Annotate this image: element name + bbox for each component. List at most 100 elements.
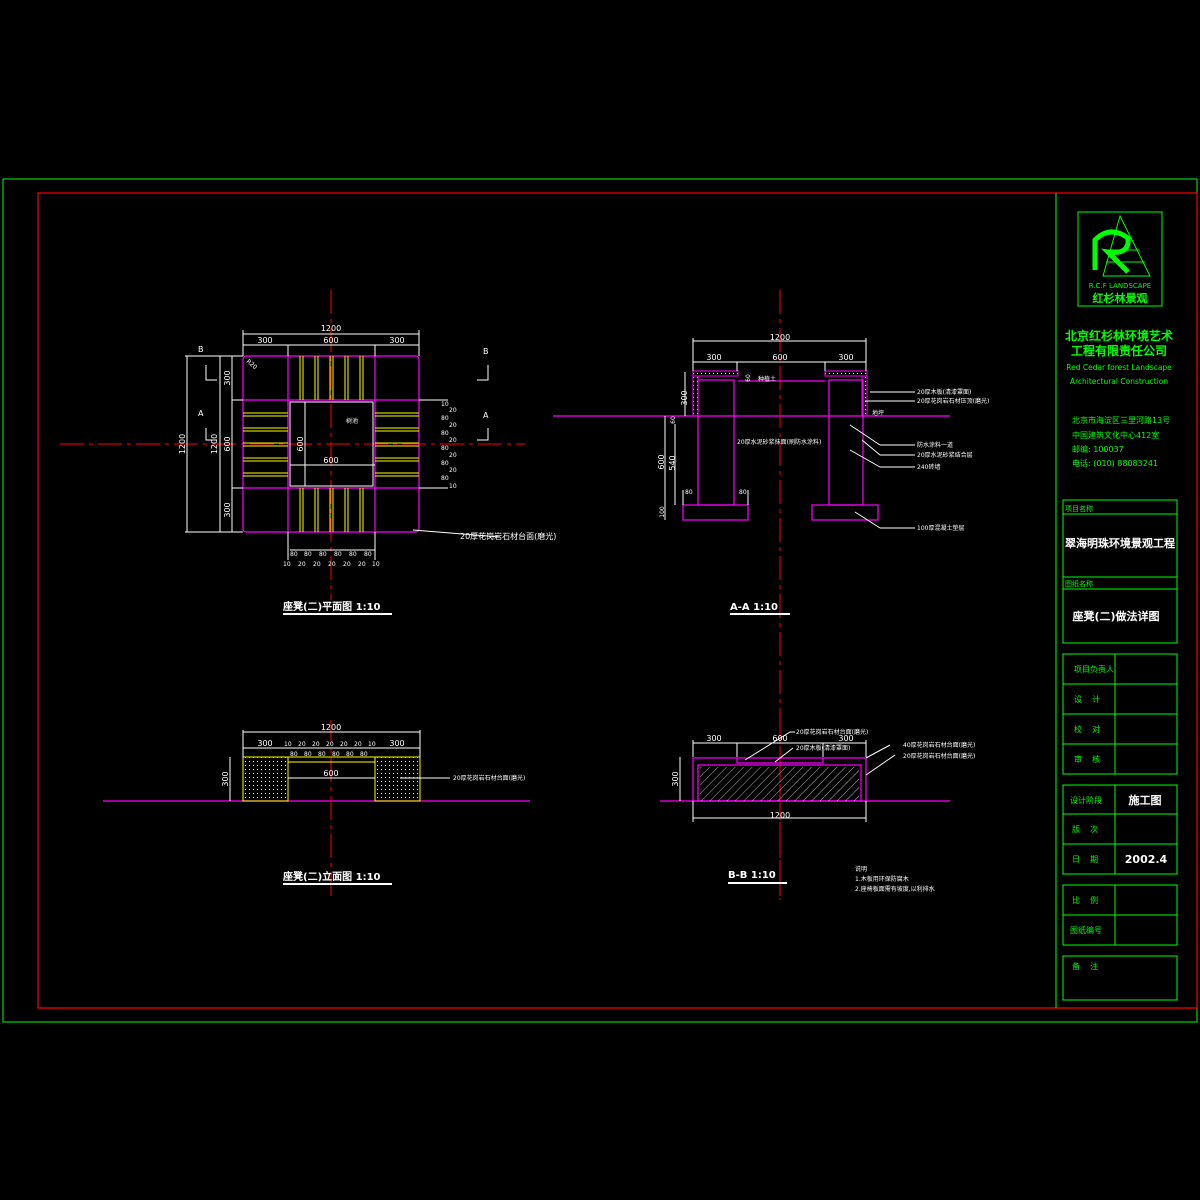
dim-plan-left-300b: 300 (223, 502, 232, 517)
drawing-text: 80 (334, 551, 342, 558)
dim-inner-600-h: 600 (323, 456, 338, 465)
drawing-text: Red Cedar forest Landscape (1066, 363, 1172, 372)
drawing-text: 项目负责人 (1074, 664, 1114, 674)
plan-right-dims: 10 80 80 80 80 80 20 20 20 20 20 10 (441, 401, 457, 490)
drawing-text: 版 次 (1072, 824, 1098, 834)
drawing-text: 1.木板用环保防腐木 (855, 875, 909, 883)
drawing-text: 设计阶段 (1070, 795, 1102, 805)
right-brick-wall (828, 379, 864, 506)
drawing-text: Architectural Construction (1070, 377, 1169, 386)
drawing-text: 图纸名称 (1065, 579, 1093, 588)
drawing-text: 说明 (855, 865, 867, 873)
drawing-text: B (483, 347, 489, 356)
drawing-text: 校 对 (1074, 724, 1100, 734)
drawing-text: 80 (441, 415, 449, 422)
section-bb: 300 600 300 300 1200 20厚花岗岩石材台面(磨光) 20厚木… (660, 720, 975, 900)
drawing-text: 80 (304, 751, 312, 758)
dim-plan-left-total: 1200 (178, 434, 187, 454)
drawing-text: 审 核 (1074, 754, 1100, 764)
radius-label: R20 (245, 358, 259, 371)
plan-bottom-dims: 80 80 80 80 80 80 10 20 20 20 20 20 10 (283, 551, 380, 568)
drawing-text: 10 (441, 401, 449, 408)
plan-view: 1200 300 600 300 1200 1200 300 600 300 6… (60, 290, 556, 615)
drawing-text: 300 (838, 734, 853, 743)
wood-strips (243, 356, 419, 532)
drawing-text: 80 (441, 430, 449, 437)
dim-plan-left-total2: 1200 (210, 434, 219, 454)
left-brick-wall (697, 379, 735, 506)
drawing-text: 2.座椅板面需有坡度,以利排水 (855, 885, 935, 893)
left-footing (682, 504, 749, 521)
drawing-text: 10 (449, 483, 457, 490)
dim-plan-left-600: 600 (223, 436, 232, 451)
dim-inner-600-v: 600 (296, 436, 305, 451)
drawing-text: 600 (323, 769, 338, 778)
section-markers: B A B A (198, 345, 489, 441)
drawing-text: 20 (354, 741, 362, 748)
drawing-text: 300 (706, 353, 721, 362)
title-block: R.C.F LANDSCAPE 红杉林景观 北京红杉林环境艺术 工程有限责任公司… (1062, 211, 1178, 1001)
section-aa: 1200 300 600 300 300 60 60 600 540 100 8… (553, 290, 989, 900)
dim-plan-total: 1200 (321, 324, 341, 333)
drawing-text: 图纸编号 (1070, 925, 1102, 935)
section-bb-title: B-B 1:10 (728, 870, 776, 881)
drawing-text: 北京市海淀区三里河路13号 (1072, 415, 1170, 425)
drawing-text: 80 (441, 475, 449, 482)
stage-value: 施工图 (1129, 793, 1162, 807)
drawing-text: 电话: (010) 88083241 (1072, 458, 1158, 468)
drawing-text: 80 (346, 751, 354, 758)
inner-plaster-note: 20厚水泥砂浆抹面(刷防水涂料) (737, 438, 821, 446)
drawing-text: 20 (326, 741, 334, 748)
project-name: 翠海明珠环境景观工程 (1065, 536, 1175, 550)
drawing-text: 中国建筑文化中心412室 (1072, 430, 1159, 440)
drawing-text: 20厚花岗岩石材台面(磨光) (453, 774, 525, 782)
bench-outline (242, 355, 420, 533)
drawing-text: 20 (328, 561, 336, 568)
drawing-text: 80 (739, 489, 747, 496)
left-pedestal (242, 756, 289, 802)
drawing-text: 20 (298, 741, 306, 748)
dim-plan-left-300a: 300 (223, 370, 232, 385)
drawing-text: B (198, 345, 204, 354)
drawing-text: 80 (349, 551, 357, 558)
drawing-text: 设 计 (1074, 694, 1100, 704)
dim-plan-300b: 300 (389, 336, 404, 345)
drawing-text: 100 (659, 506, 666, 518)
tree-pit-label: 树池 (346, 417, 358, 425)
drawing-text: 300 (680, 390, 689, 405)
drawing-text: 300 (389, 739, 404, 748)
drawing-text: 80 (441, 445, 449, 452)
outer-frame (2, 178, 1198, 1023)
drawing-text: 80 (318, 751, 326, 758)
drawing-text: 80 (304, 551, 312, 558)
drawing-text: 300 (257, 739, 272, 748)
drawing-text: 80 (441, 460, 449, 467)
drawing-text: 80 (364, 551, 372, 558)
right-pedestal (374, 756, 421, 802)
drawing-text: 20 (449, 467, 457, 474)
drawing-text: 红杉林景观 (1093, 291, 1148, 305)
drawing-text: 300 (706, 734, 721, 743)
drawing-text: 80 (319, 551, 327, 558)
drawing-text: 80 (360, 751, 368, 758)
dim-plan-300a: 300 (257, 336, 272, 345)
drawing-text: 80 (290, 551, 298, 558)
drawing-text: 80 (290, 751, 298, 758)
drawing-text: 600 (657, 454, 666, 469)
drawing-text: 240砖墙 (917, 463, 940, 471)
drawing-text: 1200 (770, 811, 790, 820)
drawing-text: 20 (298, 561, 306, 568)
drawing-text: 1200 (321, 723, 341, 732)
drawing-text: R.C.F LANDSCAPE (1089, 282, 1151, 290)
drawing-text: 20厚木板(清漆罩面) (917, 388, 971, 396)
drawing-text: 300 (838, 353, 853, 362)
remarks: 说明 1.木板用环保防腐木 2.座椅板面需有坡度,以利排水 (855, 865, 935, 893)
drawing-text: 100厚混凝土垫层 (917, 524, 964, 532)
drawing-text: 10 (284, 741, 292, 748)
drawing-text: A (483, 411, 489, 420)
drawing-text: 20厚木板(清漆罩面) (796, 744, 850, 752)
drawing-text: 20 (313, 561, 321, 568)
drawing-text: 80 (332, 751, 340, 758)
drawing-text: 600 (772, 353, 787, 362)
